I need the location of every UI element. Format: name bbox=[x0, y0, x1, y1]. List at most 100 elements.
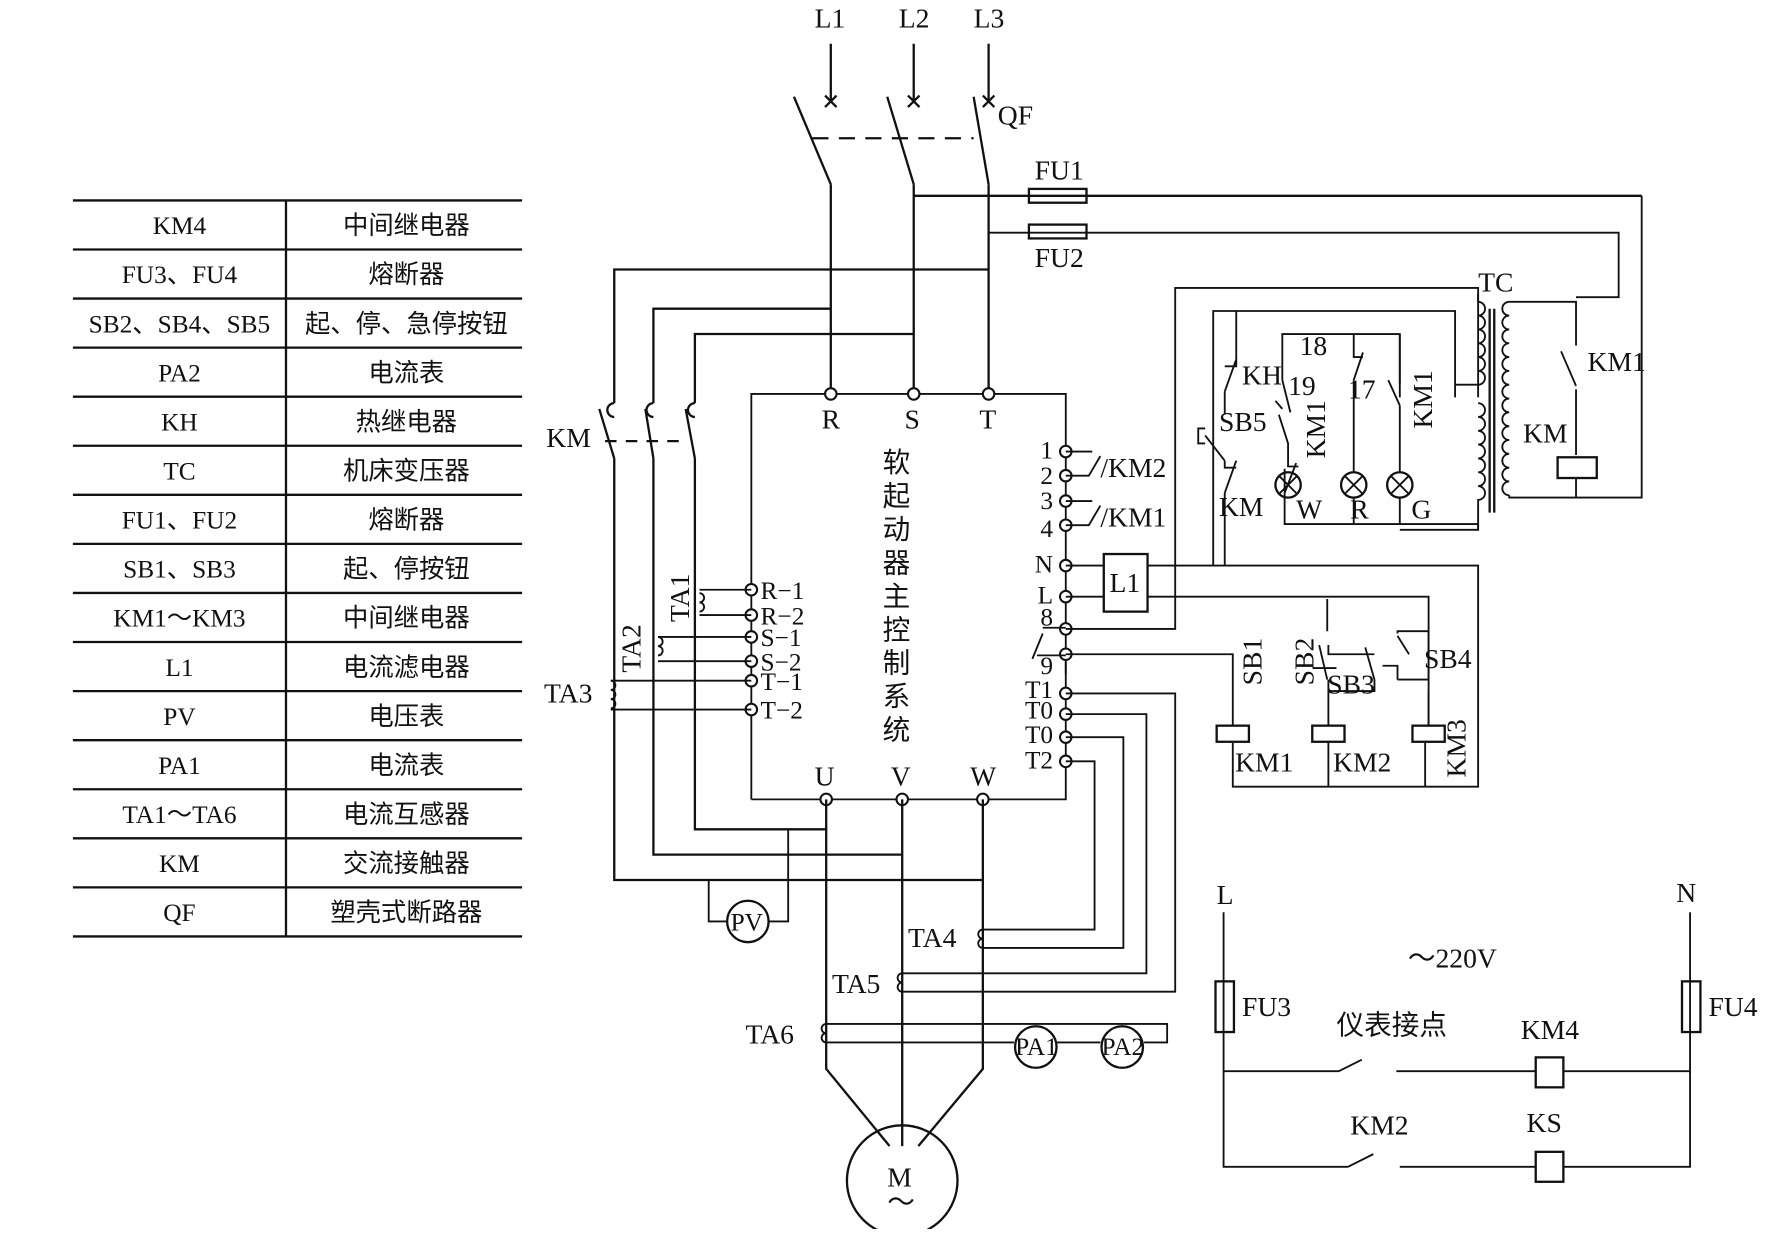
sb3-label: SB3 bbox=[1327, 668, 1375, 699]
indicator-lamp-icon bbox=[1339, 471, 1368, 499]
pa2-ammeter bbox=[1100, 1025, 1145, 1069]
km3-coil-label: KM3 bbox=[1440, 719, 1471, 777]
component-code: TA1～TA6 bbox=[122, 801, 236, 829]
start-stop-circuit: SB1 SB2 SB3 SB4 KM1 KM2 KM3 bbox=[1065, 598, 1472, 788]
fu4-fuse bbox=[1680, 980, 1702, 1034]
ta1-label: TA1 bbox=[664, 574, 695, 622]
l1-filter-label: L1 bbox=[1110, 567, 1141, 598]
sb5-label: SB5 bbox=[1219, 406, 1267, 437]
relay-km1-label: /KM1 bbox=[1100, 501, 1166, 532]
input-label-t: T bbox=[979, 403, 996, 434]
sb2-label: SB2 bbox=[1288, 638, 1319, 686]
ta4-label: TA4 bbox=[908, 922, 957, 953]
km4-coil bbox=[1534, 1056, 1565, 1089]
control-terminal-label: L bbox=[1038, 582, 1053, 610]
km2-aux-label: KM2 bbox=[1350, 1110, 1408, 1141]
km2-coil bbox=[1311, 724, 1346, 743]
component-name: 热继电器 bbox=[356, 406, 457, 436]
fu3-label: FU3 bbox=[1242, 991, 1291, 1022]
output-label-v: V bbox=[891, 761, 911, 792]
qf-label: QF bbox=[998, 99, 1033, 130]
kh-label: KH bbox=[1242, 360, 1282, 391]
fu4-label: FU4 bbox=[1708, 991, 1757, 1022]
ct-terminal-label: T−2 bbox=[761, 697, 803, 725]
km1-nc-label: KM1 bbox=[1300, 400, 1331, 458]
component-name: 电流表 bbox=[368, 357, 444, 387]
component-name: 起、停按钮 bbox=[343, 554, 470, 584]
control-terminal-label: 2 bbox=[1040, 462, 1053, 490]
component-code: PA2 bbox=[158, 359, 201, 387]
ta5-label: TA5 bbox=[832, 968, 880, 999]
controller-title-char: 控 bbox=[883, 613, 911, 646]
fu1-label: FU1 bbox=[1035, 155, 1084, 186]
phase-label-l3: L3 bbox=[974, 3, 1005, 34]
motor-symbol bbox=[845, 1124, 959, 1234]
node-17-label: 17 bbox=[1348, 374, 1376, 405]
sb4-label: SB4 bbox=[1424, 643, 1472, 674]
control-terminal-label: 1 bbox=[1040, 436, 1053, 464]
component-code: SB2、SB4、SB5 bbox=[89, 310, 271, 338]
km-coil-label: KM bbox=[1523, 417, 1568, 448]
aux-voltage-label: ～220V bbox=[1408, 943, 1497, 974]
indicator-lamp-icon bbox=[1274, 471, 1302, 499]
km-coil bbox=[1556, 456, 1598, 480]
component-code: PA1 bbox=[158, 752, 201, 780]
component-name: 熔断器 bbox=[368, 505, 444, 535]
ta2-label: TA2 bbox=[616, 624, 647, 672]
pv-voltmeter bbox=[725, 899, 770, 944]
control-terminal-label: T1 bbox=[1025, 676, 1053, 704]
controller-title-char: 统 bbox=[883, 713, 911, 746]
component-name: 电流互感器 bbox=[343, 799, 470, 829]
component-name: 熔断器 bbox=[368, 259, 444, 289]
control-terminal-label: 4 bbox=[1040, 515, 1053, 543]
ct-terminal-label: S−2 bbox=[761, 648, 802, 676]
relay-km2-label: /KM2 bbox=[1100, 452, 1166, 483]
km2-coil-label: KM2 bbox=[1333, 747, 1391, 778]
component-name: 塑壳式断路器 bbox=[330, 897, 482, 927]
fu3-fuse bbox=[1214, 980, 1236, 1034]
phase-label-l1: L1 bbox=[815, 3, 846, 34]
motor-ac-symbol: ～ bbox=[887, 1187, 915, 1218]
ta3-label: TA3 bbox=[544, 678, 592, 709]
fu2-label: FU2 bbox=[1035, 242, 1084, 273]
fu2-fuse bbox=[1027, 223, 1088, 240]
control-terminal-label: T0 bbox=[1025, 721, 1053, 749]
phase-label-l2: L2 bbox=[899, 3, 930, 34]
meter-contact-label: 仪表接点 bbox=[1336, 1008, 1447, 1041]
terminal-t bbox=[981, 387, 996, 401]
km-contact-label: KM bbox=[1219, 491, 1264, 522]
motor-circuit: M ～ PV TA4 TA5 TA6 PA1 PA2 bbox=[707, 692, 1177, 1234]
ct-terminal-label: S−1 bbox=[761, 624, 802, 652]
component-code: L1 bbox=[165, 654, 193, 682]
aux-n-label: N bbox=[1676, 877, 1696, 908]
component-code: KM bbox=[159, 850, 200, 878]
ks-label: KS bbox=[1527, 1107, 1562, 1138]
controller-title-char: 软 bbox=[883, 446, 911, 479]
node-19-label: 19 bbox=[1288, 370, 1316, 401]
controller-title-char: 主 bbox=[883, 580, 911, 613]
km1-coil-label: KM1 bbox=[1235, 747, 1293, 778]
pa1-ammeter bbox=[1013, 1025, 1058, 1069]
fu1-fuse bbox=[1027, 187, 1088, 204]
ct-input-terminals: R−1R−2S−1S−2T−1T−2 bbox=[744, 577, 804, 725]
component-code: KM1～KM3 bbox=[113, 605, 245, 633]
ta6-label: TA6 bbox=[746, 1019, 794, 1050]
tc-label: TC bbox=[1478, 266, 1513, 297]
ct-terminal-label: T−1 bbox=[761, 668, 803, 696]
